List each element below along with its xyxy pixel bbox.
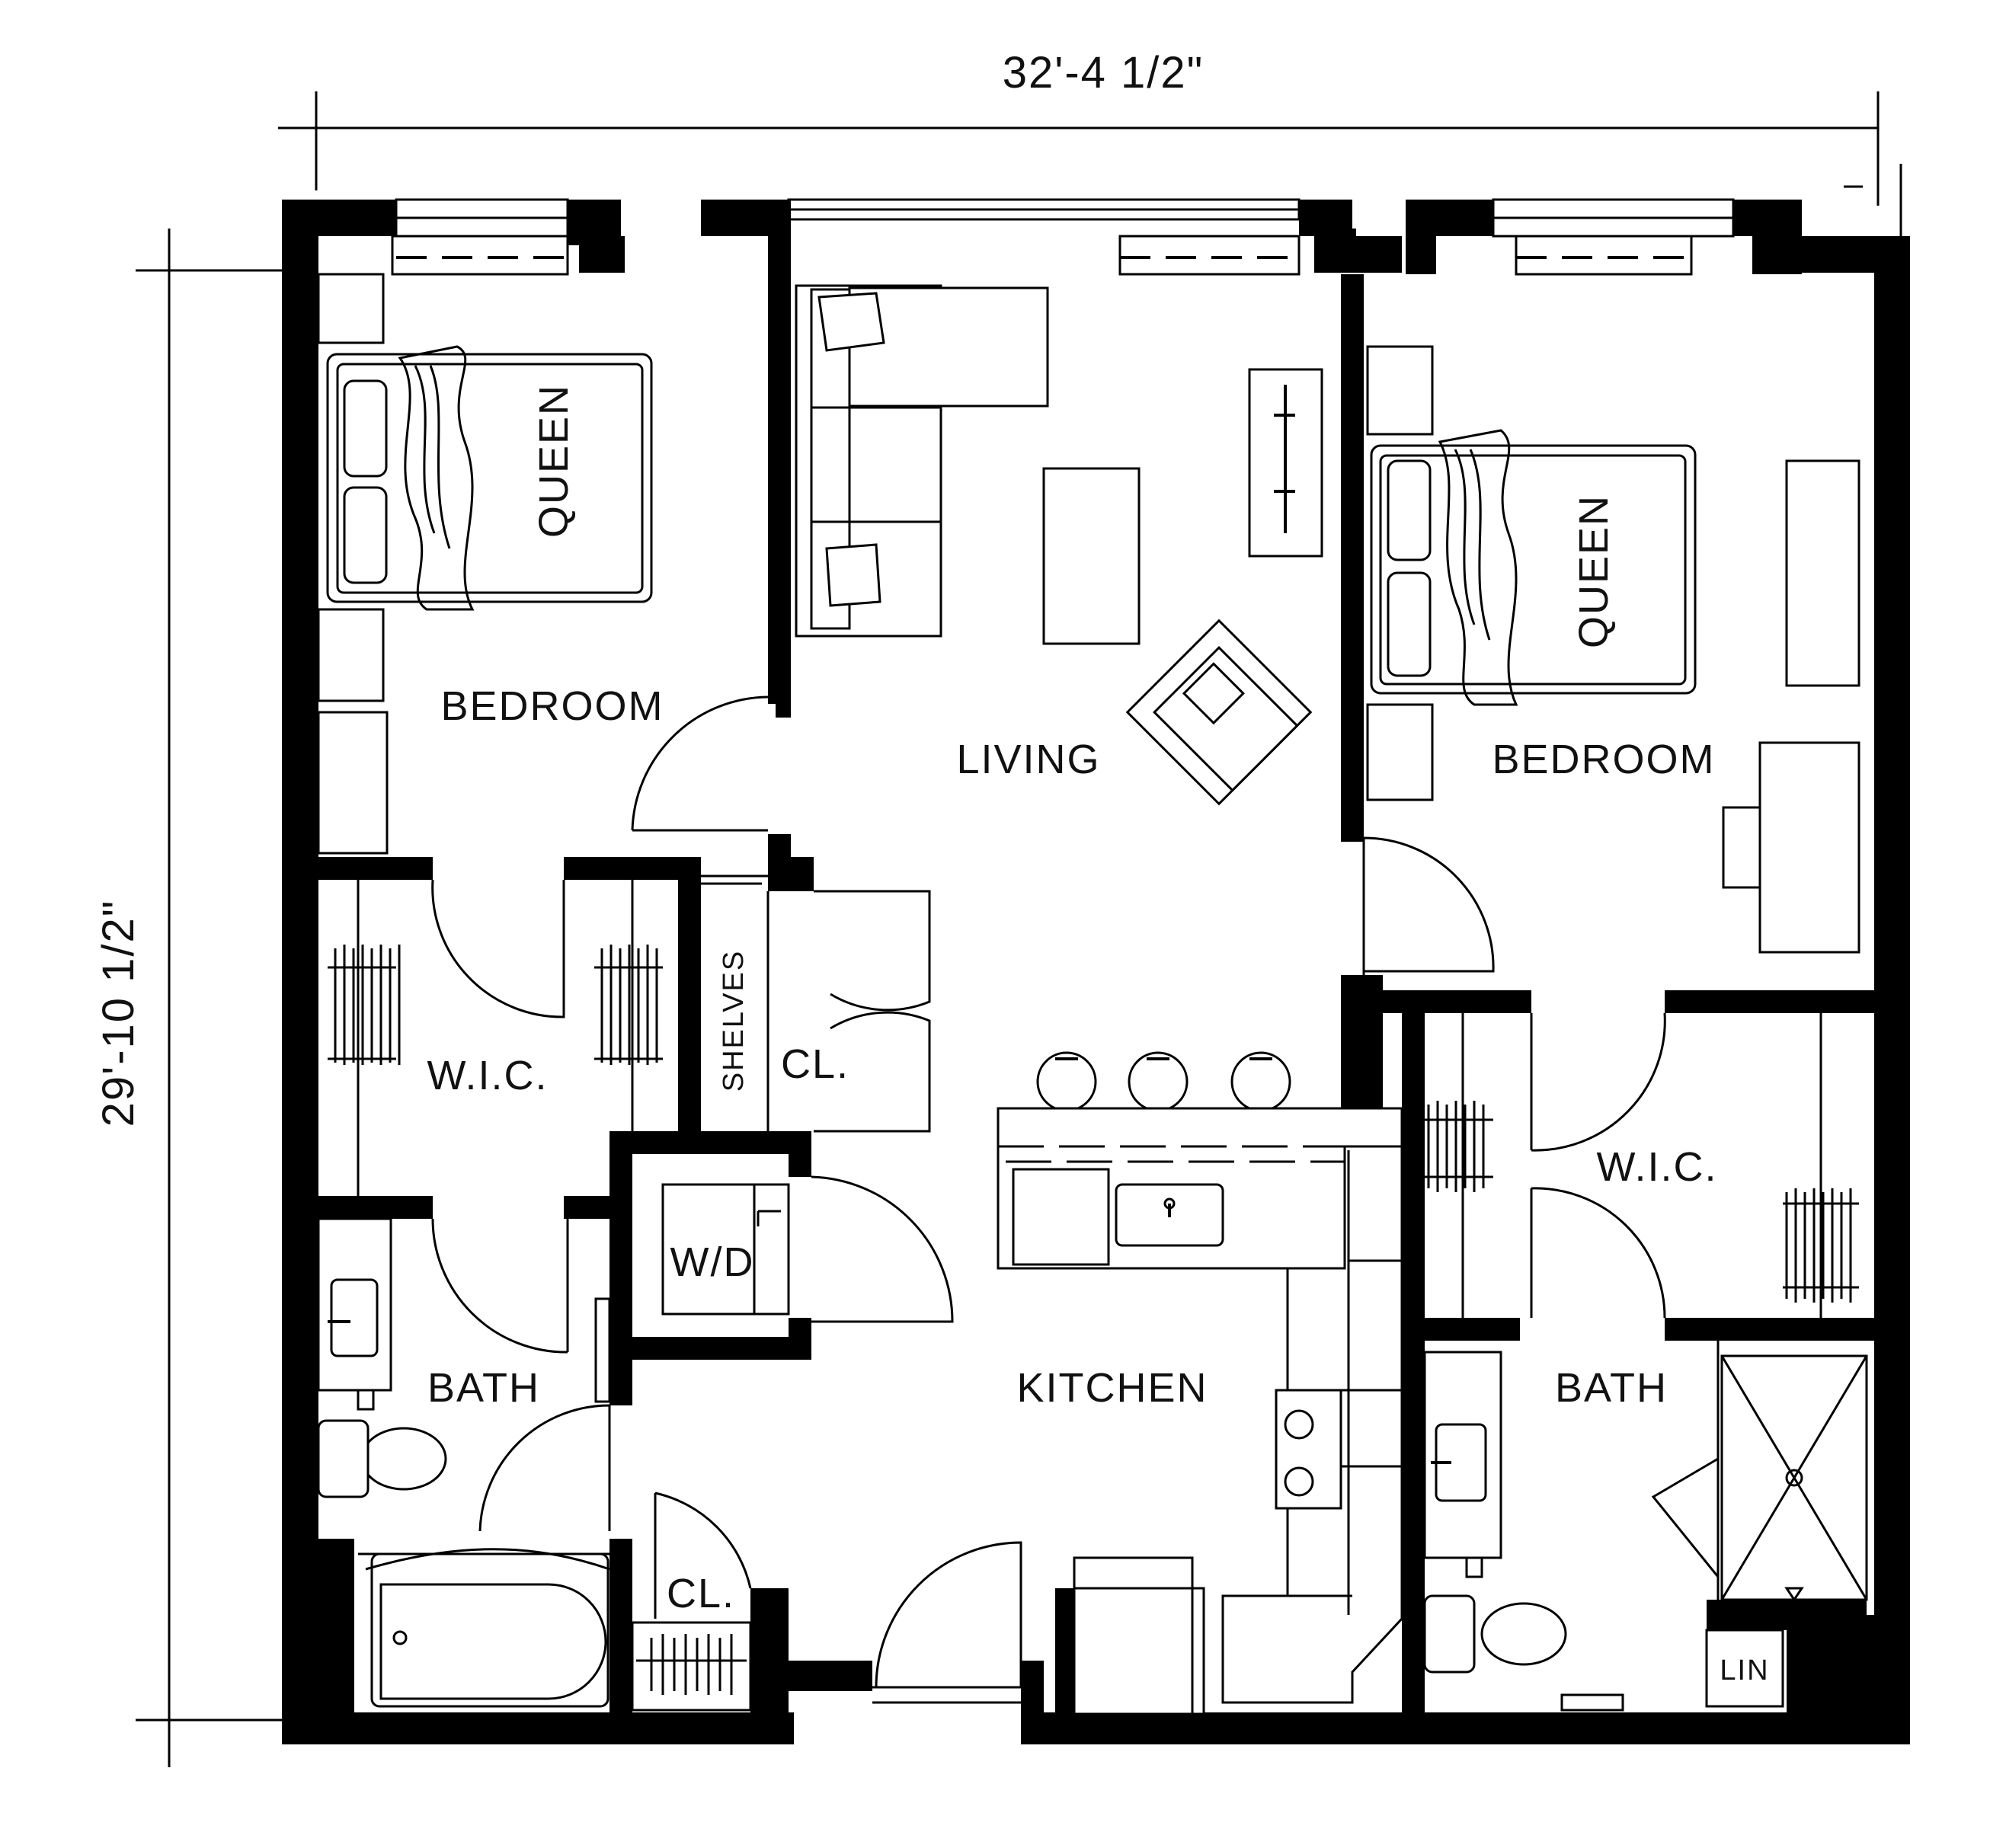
right-wic-label: W.I.C. — [1597, 1144, 1718, 1190]
width-dimension: 32'-4 1/2" — [1003, 48, 1205, 98]
shelves-label: SHELVES — [718, 950, 750, 1092]
right-wic — [1425, 1012, 1859, 1319]
left-bed-label: QUEEN — [531, 384, 577, 538]
left-bath-door[interactable] — [431, 1218, 611, 1532]
bottom-closet — [631, 1492, 752, 1712]
left-bedroom — [317, 273, 653, 855]
living-room — [795, 284, 1323, 806]
interior-walls — [318, 200, 1874, 1744]
left-wic-label: W.I.C. — [427, 1053, 549, 1098]
dimension-lines — [136, 91, 1902, 1767]
left-bedroom-door[interactable] — [631, 695, 769, 832]
wd-label: W/D — [670, 1239, 755, 1285]
bottom-closet-door[interactable] — [654, 1492, 752, 1619]
linen-label: LIN — [1720, 1655, 1769, 1687]
washer-dryer — [661, 1175, 954, 1323]
right-bath — [1423, 1341, 1868, 1712]
windows — [391, 198, 1735, 276]
left-bath-label: BATH — [427, 1365, 540, 1411]
right-bedroom — [1366, 345, 1860, 954]
right-wic-door[interactable] — [1530, 1012, 1666, 1319]
right-bed-label: QUEEN — [1571, 494, 1617, 648]
kitchen — [997, 1051, 1403, 1715]
bottom-closet-label: CL. — [667, 1571, 735, 1616]
shower-door[interactable] — [1651, 1457, 1720, 1578]
left-wic-door[interactable] — [431, 879, 565, 1018]
wd-door[interactable] — [811, 1175, 954, 1323]
height-dimension: 29'-10 1/2" — [94, 900, 143, 1127]
living-label: LIVING — [956, 737, 1100, 782]
right-bedroom-door[interactable] — [1362, 836, 1495, 975]
left-bath — [317, 1217, 611, 1708]
top-closet-label: CL. — [781, 1041, 849, 1087]
exterior-walls — [282, 200, 1910, 1744]
closet-bifold-doors[interactable] — [814, 890, 931, 1133]
left-bedroom-label: BEDROOM — [440, 683, 664, 729]
right-bath-label: BATH — [1555, 1365, 1668, 1411]
kitchen-label: KITCHEN — [1016, 1365, 1208, 1411]
right-bedroom-label: BEDROOM — [1492, 737, 1715, 782]
left-wic — [328, 879, 663, 1196]
entry-door[interactable] — [872, 1541, 1022, 1704]
top-closet — [701, 874, 931, 1133]
